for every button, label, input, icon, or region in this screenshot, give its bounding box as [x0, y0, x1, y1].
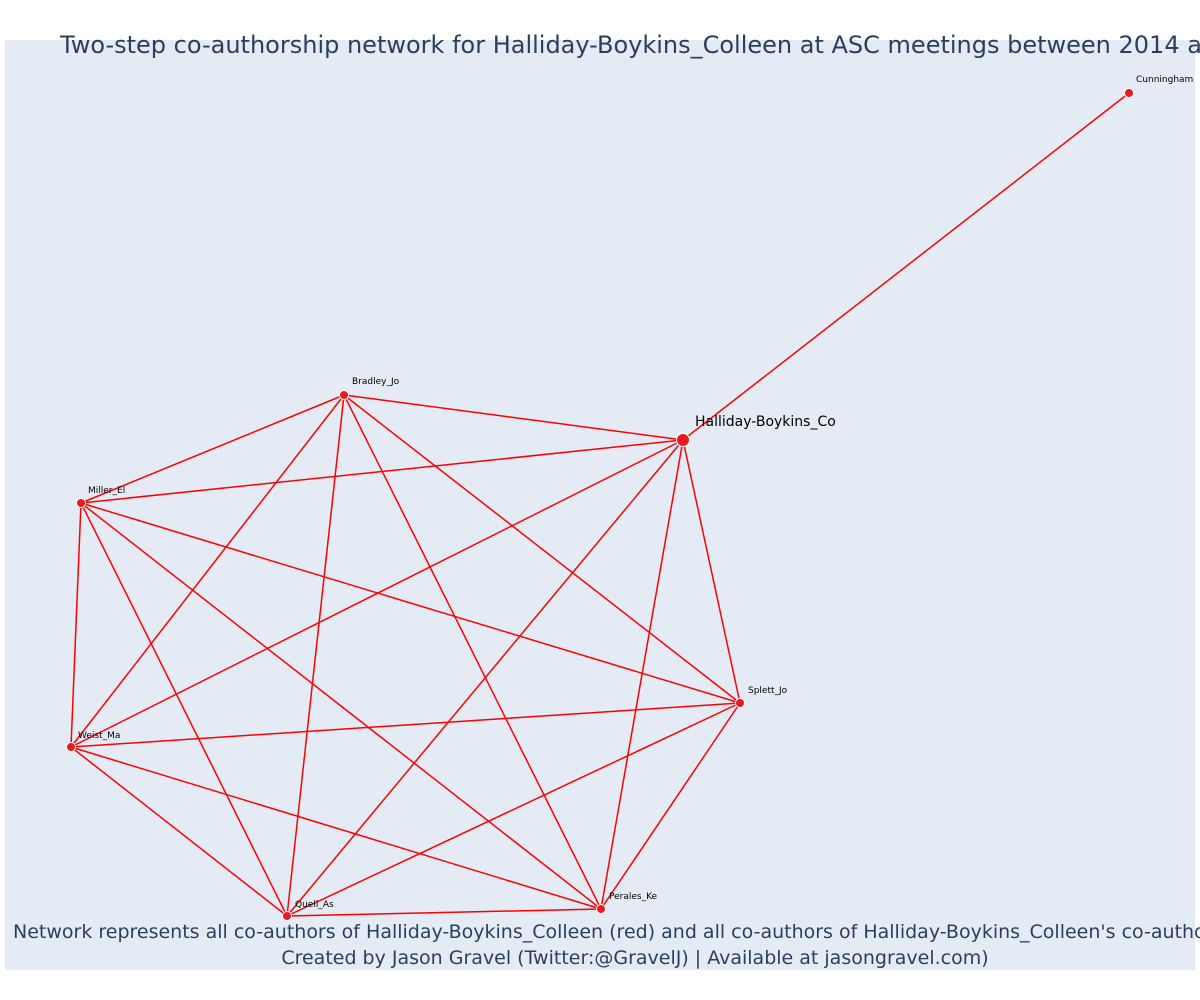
edge-splett-weist — [70, 702, 741, 748]
edge-miller-perales — [80, 502, 602, 910]
nodes-layer — [66, 88, 1134, 921]
edge-halliday-cunningham — [682, 92, 1130, 441]
node-weist[interactable] — [66, 742, 76, 752]
node-label-perales: Perales_Ke — [609, 892, 658, 902]
edge-splett-perales — [600, 702, 741, 910]
edge-halliday-bradley — [343, 394, 684, 441]
plot-background — [5, 40, 1195, 970]
edge-quell-perales — [286, 908, 602, 917]
chart-title: Two-step co-authorship network for Halli… — [59, 31, 1200, 59]
node-label-splett: Splett_Jo — [748, 686, 788, 696]
node-quell[interactable] — [282, 911, 292, 921]
node-label-bradley: Bradley_Jo — [352, 377, 400, 387]
node-bradley[interactable] — [339, 390, 349, 400]
node-perales[interactable] — [596, 904, 606, 914]
node-cunningham[interactable] — [1124, 88, 1134, 98]
node-label-weist: Weist_Ma — [78, 731, 120, 741]
node-splett[interactable] — [735, 698, 745, 708]
node-halliday[interactable] — [676, 433, 690, 447]
node-miller[interactable] — [76, 498, 86, 508]
node-label-miller: Miller_El — [88, 486, 125, 496]
node-label-cunningham: Cunningham — [1136, 75, 1193, 85]
edge-weist-quell — [70, 746, 288, 917]
labels-layer: Halliday-Boykins_Co CunninghamBradley_JoM… — [78, 75, 1193, 910]
node-label-halliday: Halliday-Boykins_Co — [695, 414, 836, 430]
edge-miller-splett — [80, 502, 741, 704]
edge-bradley-miller — [80, 394, 345, 504]
edges-layer — [70, 92, 1130, 917]
edge-bradley-weist — [70, 394, 345, 748]
footer-caption-line1: Network represents all co-authors of Hal… — [13, 921, 1200, 943]
edge-splett-quell — [286, 702, 741, 917]
edge-bradley-quell — [286, 394, 345, 917]
edge-bradley-splett — [343, 394, 741, 704]
edge-halliday-splett — [682, 439, 741, 704]
edge-bradley-perales — [343, 394, 602, 910]
footer-caption-line2: Created by Jason Gravel (Twitter:@Gravel… — [281, 947, 988, 969]
edge-miller-quell — [80, 502, 288, 917]
edge-miller-weist — [70, 502, 82, 748]
node-label-quell: Quell_As — [295, 900, 334, 910]
edge-weist-perales — [70, 746, 602, 910]
edge-halliday-perales — [600, 439, 684, 910]
